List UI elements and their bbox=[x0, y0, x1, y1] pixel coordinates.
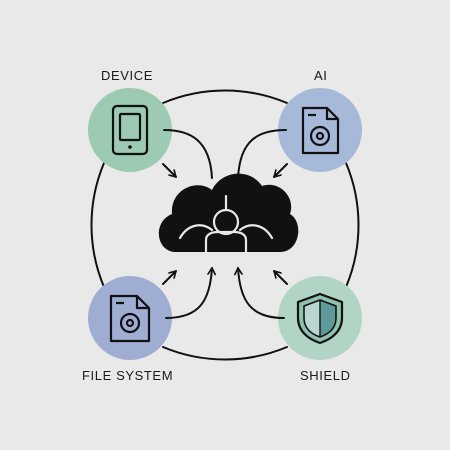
arrow-ai-in bbox=[273, 163, 288, 178]
connector-fs-cloud bbox=[165, 267, 217, 319]
arrow-shield-in bbox=[273, 270, 288, 285]
ai-node[interactable] bbox=[278, 88, 362, 172]
connector-shield-cloud bbox=[233, 267, 285, 319]
file-system-icon bbox=[109, 294, 151, 343]
shield-icon bbox=[296, 292, 344, 345]
connector-ai-cloud bbox=[237, 129, 287, 179]
arrow-device-in bbox=[162, 163, 177, 178]
device-icon bbox=[111, 104, 149, 156]
device-node[interactable] bbox=[88, 88, 172, 172]
cloud-shape bbox=[158, 173, 299, 252]
ring-connectors bbox=[90, 89, 360, 361]
ring-arc-bottom bbox=[162, 346, 288, 361]
cloud-network-icon bbox=[158, 173, 299, 254]
ring-arc-top bbox=[162, 89, 288, 104]
file-system-node[interactable] bbox=[88, 276, 172, 360]
ring-arc-right bbox=[345, 162, 360, 288]
ai-file-icon bbox=[301, 106, 340, 155]
flow-arrows bbox=[162, 163, 288, 285]
ai-label: AI bbox=[314, 68, 328, 83]
connector-device-cloud bbox=[163, 129, 213, 179]
file-system-label: FILE SYSTEM bbox=[82, 368, 174, 383]
cloud-connectors bbox=[163, 129, 287, 319]
ring-arc-left bbox=[90, 162, 105, 288]
arrow-fs-in bbox=[162, 270, 177, 285]
shield-label: SHIELD bbox=[300, 368, 351, 383]
device-label: DEVICE bbox=[101, 68, 154, 83]
